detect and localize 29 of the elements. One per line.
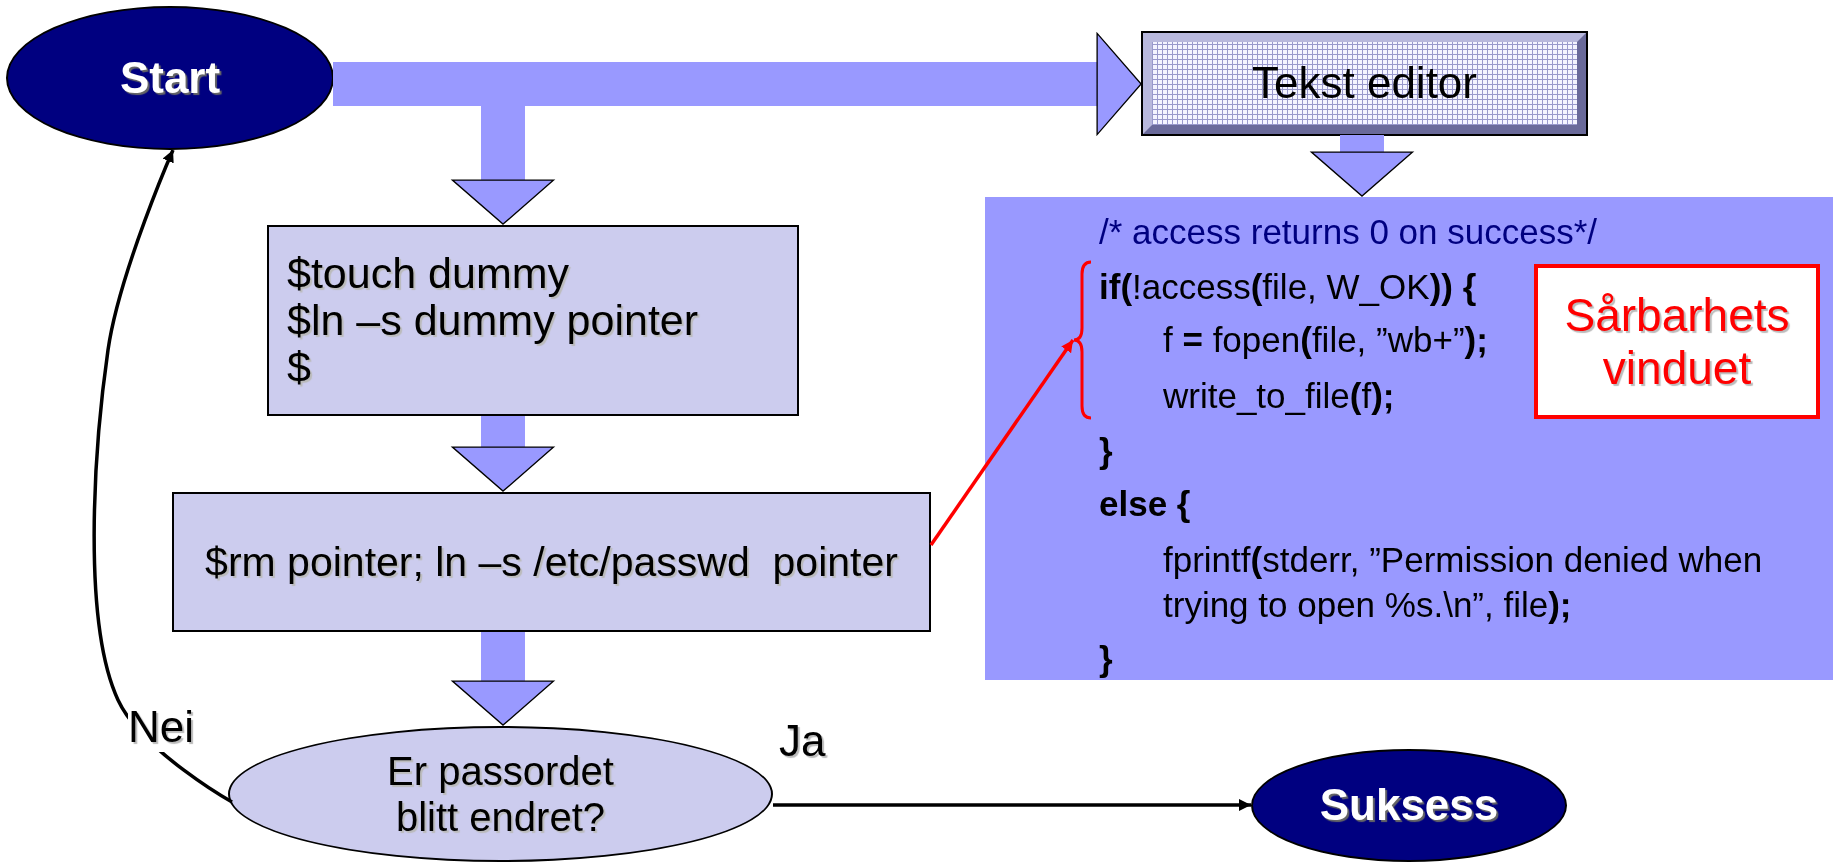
code-panel — [985, 197, 1833, 680]
command-line: $touch dummy — [287, 250, 571, 297]
code-line: if(!access(file, W_OK)) { — [1099, 266, 1477, 308]
block-arrow — [451, 416, 555, 492]
code-comment: /* access returns 0 on success*/ — [1099, 211, 1597, 253]
process-box — [172, 492, 931, 632]
arrow — [929, 339, 1075, 546]
command-line: $ — [287, 344, 312, 391]
callout-box — [1534, 264, 1820, 419]
code-line: f = fopen(file, ”wb+”); — [1163, 319, 1488, 361]
node-label: Sårbarhets vinduet — [1563, 288, 1791, 395]
code-line: else { — [1099, 483, 1191, 525]
node-label: Suksess — [1319, 780, 1499, 831]
code-line: } — [1099, 638, 1113, 680]
command-line: $ln –s dummy pointer — [287, 297, 700, 344]
block-arrow — [451, 632, 555, 726]
node-label: Tekst editor — [1252, 58, 1477, 109]
process-box — [267, 225, 799, 416]
command-line: $rm pointer; ln –s /etc/passwd pointer — [205, 538, 898, 586]
node-label: Start — [119, 52, 221, 104]
node-label: Er passordet blitt endret? — [386, 748, 615, 840]
process-box — [1142, 32, 1587, 135]
code-line: } — [1099, 430, 1113, 472]
block-arrow — [1310, 135, 1414, 197]
curly-brace — [1071, 260, 1093, 420]
code-line: fprintf(stderr, ”Permission denied when trying to open %s.\n”, file); — [1163, 539, 1764, 626]
code-line: write_to_file(f); — [1163, 375, 1395, 417]
arrow — [773, 799, 1251, 811]
arrow — [92, 149, 233, 804]
